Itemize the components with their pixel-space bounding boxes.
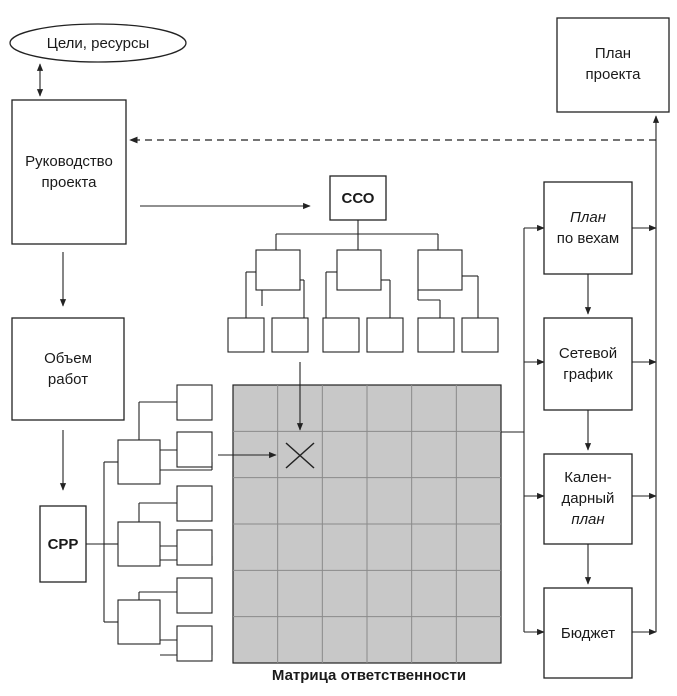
wbs-element [117,521,161,567]
svg-text:по вехам: по вехам [557,230,619,247]
wbs-tree [86,384,213,662]
svg-text:работ: работ [48,371,88,388]
project-management-node: Руководство проекта [11,99,127,245]
wbs-work-package [176,625,213,662]
milestone-plan-node: План по вехам [543,181,633,275]
wbs-work-package [176,485,213,522]
wbs-work-package [176,577,213,614]
svg-text:СРР: СРР [48,536,79,553]
svg-text:Бюджет: Бюджет [561,625,615,642]
matrix-caption: Матрица ответственности [272,667,466,684]
svg-text:Объем: Объем [44,350,92,367]
wbs-node: СРР [39,505,87,583]
obs-position [227,317,265,353]
wbs-work-package [176,431,213,468]
svg-text:Руководство: Руководство [25,153,113,170]
svg-text:проекта: проекта [586,66,642,83]
obs-position [271,317,309,353]
svg-text:Кален-: Кален- [564,469,611,486]
wbs-work-package [176,529,213,566]
obs-unit [255,249,301,291]
svg-text:проекта: проекта [42,174,98,191]
svg-text:План: План [595,45,631,62]
scope-of-work-node: Объем работ [11,317,125,421]
responsibility-matrix [232,384,502,664]
svg-text:План: План [570,209,606,226]
wbs-element [117,599,161,645]
wbs-element [117,439,161,485]
svg-text:дарный: дарный [562,490,615,507]
network-schedule-node: Сетевой график [543,317,633,411]
obs-node: ССО [329,175,387,221]
goals-resources-node: Цели, ресурсы [9,23,187,63]
svg-text:Цели, ресурсы: Цели, ресурсы [47,35,150,52]
svg-text:график: график [563,366,613,383]
obs-unit [417,249,463,291]
obs-position [461,317,499,353]
obs-tree [227,220,499,353]
matrix-mark-icon [285,442,315,469]
project-plan-node: План проекта [556,17,670,113]
svg-text:ССО: ССО [342,190,375,207]
obs-position [417,317,455,353]
svg-text:Сетевой: Сетевой [559,345,617,362]
svg-text:план: план [571,511,604,528]
obs-position [366,317,404,353]
obs-unit [336,249,382,291]
budget-node: Бюджет [543,587,633,679]
obs-position [322,317,360,353]
wbs-work-package [176,384,213,421]
calendar-plan-node: Кален- дарный план [543,453,633,545]
